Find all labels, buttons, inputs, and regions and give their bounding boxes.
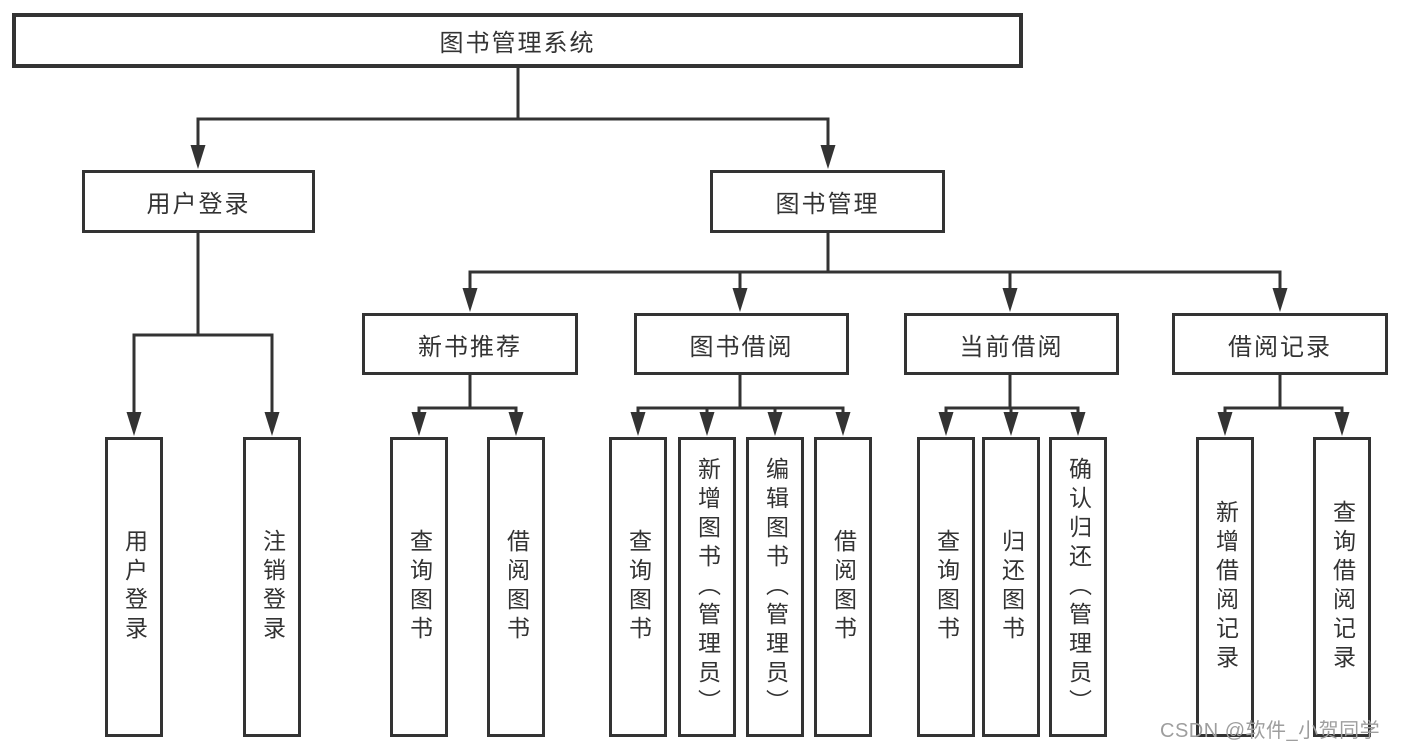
node-book-management: 图书管理 [710,170,945,233]
leaf-logout: 注销登录 [243,437,301,737]
leaf-current-return-books: 归还图书 [982,437,1040,737]
leaf-borrow-edit-books-admin: 编辑图书（管理员） [746,437,804,737]
node-borrow-records: 借阅记录 [1172,313,1388,375]
node-library-system: 图书管理系统 [12,13,1023,68]
node-current-borrow: 当前借阅 [904,313,1119,375]
leaf-newbook-borrow-books: 借阅图书 [487,437,545,737]
leaf-borrow-add-books-admin: 新增图书（管理员） [678,437,736,737]
node-book-borrow: 图书借阅 [634,313,849,375]
leaf-current-query-books: 查询图书 [917,437,975,737]
node-new-book-recommend: 新书推荐 [362,313,578,375]
leaf-records-add-record: 新增借阅记录 [1196,437,1254,737]
leaf-borrow-query-books: 查询图书 [609,437,667,737]
leaf-borrow-borrow-books: 借阅图书 [814,437,872,737]
leaf-current-confirm-return-admin: 确认归还（管理员） [1049,437,1107,737]
leaf-newbook-query-books: 查询图书 [390,437,448,737]
leaf-user-login: 用户登录 [105,437,163,737]
watermark: CSDN @软件_小贺同学 [1160,720,1381,742]
leaf-records-query-record: 查询借阅记录 [1313,437,1371,737]
node-user-login: 用户登录 [82,170,315,233]
